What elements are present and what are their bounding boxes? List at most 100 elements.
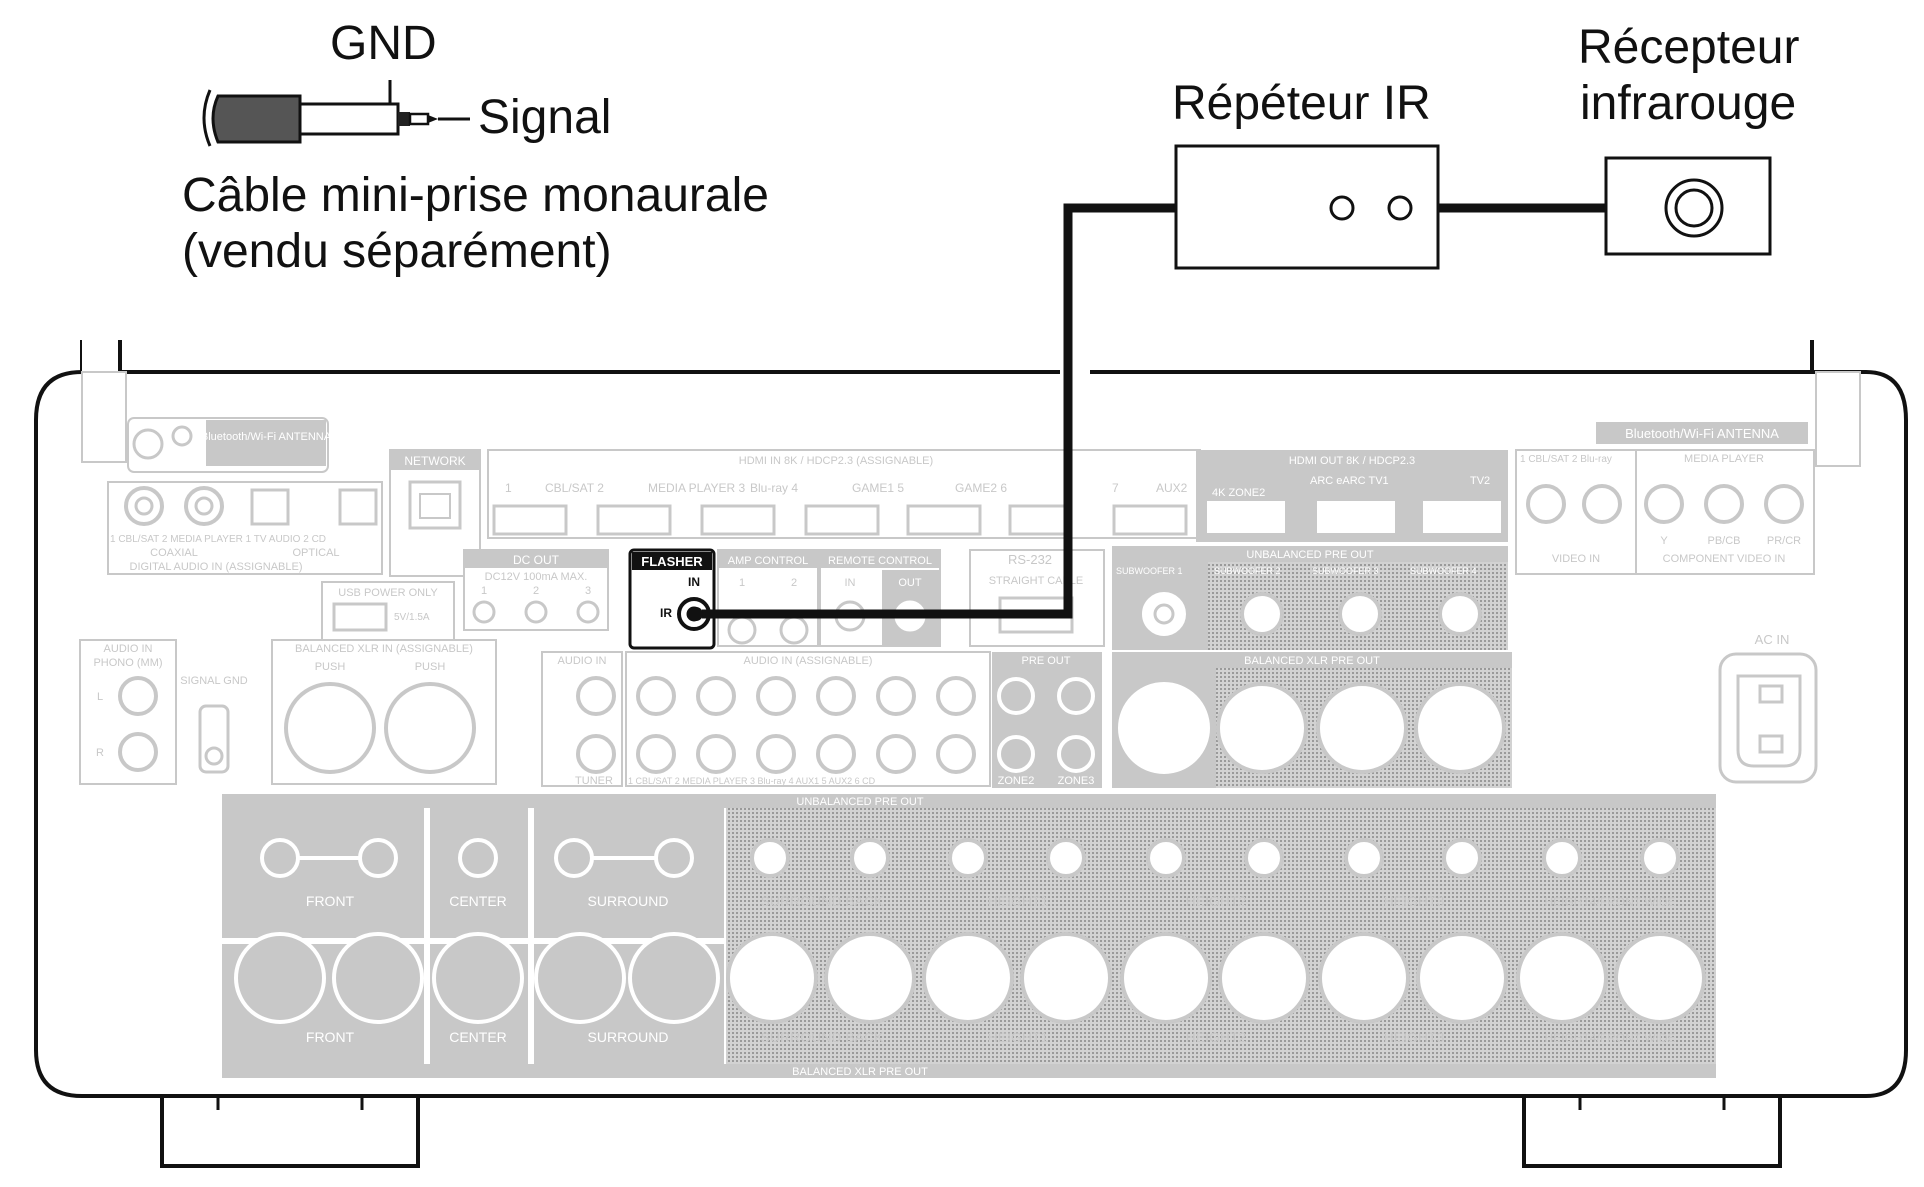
ch-height1-label-top: HEIGHT1 [988,893,1049,909]
straight-cable-label: STRAIGHT CABLE [989,575,1084,587]
remote-in-label: IN [845,577,856,589]
amp-port-1: 1 [739,577,745,589]
ch-height3-label-bottom: HEIGHT3 [1384,1029,1445,1045]
subwoofer-3-label: SUBWOOFER 3 [1312,566,1379,576]
network-label: NETWORK [404,454,465,468]
dc-spec-label: DC12V 100mA MAX. [485,571,588,583]
bt-antenna-right-label: Bluetooth/Wi-Fi ANTENNA [1625,426,1779,441]
hdmi-out-tv2: TV2 [1470,475,1490,487]
gnd-label: GND [330,17,437,70]
ch-surround-label-top: SURROUND [588,893,669,909]
signal-gnd-label: SIGNAL GND [180,675,247,687]
ir-receiver-eye-icon [1664,178,1724,238]
balanced-xlr-in-label: BALANCED XLR IN (ASSIGNABLE) [295,643,473,655]
audio-in-phono-label: AUDIO IN [104,643,153,655]
repeater-jack-1 [1329,195,1355,221]
hdmi-in-ports-5: GAME1 5 [852,481,904,495]
coaxial-ports-label: 1 CBL/SAT 2 MEDIA PLAYER 1 TV AUDIO 2 CD [110,534,326,545]
hdmi-in-ports-7: 7 [1112,481,1119,495]
ch-surround-back-label-top: SURROUND BACK [761,893,885,909]
rear-panel: Bluetooth/Wi-Fi ANTENNA Bluetooth/Wi-Fi … [79,417,1818,1078]
av-receiver-chassis [34,340,1908,1168]
zone2-label: ZONE2 [998,775,1035,787]
amp-control-label: AMP CONTROL [728,555,808,567]
ch-front-label-top: FRONT [306,893,355,909]
cable-label-line1: Câble mini-prise monaurale [182,169,769,222]
digital-audio-in-label: DIGITAL AUDIO IN (ASSIGNABLE) [130,561,303,573]
hdmi-in-ports-2: CBL/SAT 2 [545,481,604,495]
xlr-push-2: PUSH [415,661,446,673]
dc-port-1: 1 [481,585,487,597]
hdmi-in-ports-8: AUX2 [1156,481,1188,495]
ir-cable [702,203,1176,619]
repeater-jack-2 [1387,195,1413,221]
hdmi-out-label: HDMI OUT 8K / HDCP2.3 [1289,455,1415,467]
ch-surround-label-bottom: SURROUND [588,1029,669,1045]
unbalanced-pre-out-top-label: UNBALANCED PRE OUT [1246,549,1373,561]
unbalanced-pre-out-bottom-label: UNBALANCED PRE OUT [796,796,923,808]
ch-height2-label-top: HEIGHT2 [1186,893,1247,909]
ch-height4-label-top: HEIGHT4/FRONT WIDE [1544,895,1675,909]
ch-front-label-bottom: FRONT [306,1029,355,1045]
component-video-label: COMPONENT VIDEO IN [1663,553,1786,565]
xlr-push-1: PUSH [315,661,346,673]
dc-port-2: 2 [533,585,539,597]
ch-center-label-bottom: CENTER [449,1029,507,1045]
ch-height1-label-bottom: HEIGHT1 [988,1029,1049,1045]
tuner-label: TUNER [575,775,613,787]
mini-plug-cable-icon [202,80,470,147]
usb-power-label: USB POWER ONLY [338,587,438,599]
hdmi-in-ports-6: GAME2 6 [955,481,1007,495]
balanced-xlr-pre-out-top-label: BALANCED XLR PRE OUT [1244,655,1380,667]
subwoofer-1-label: SUBWOOFER 1 [1116,566,1183,576]
video-in-label: VIDEO IN [1552,553,1600,565]
optical-label: OPTICAL [292,547,339,559]
hdmi-in-ports-4: Blu-ray 4 [750,481,798,495]
cable-label-line2: (vendu séparément) [182,225,612,278]
ch-height2-label-bottom: HEIGHT2 [1186,1029,1247,1045]
rs232-label: RS-232 [1008,552,1052,567]
remote-control-label: REMOTE CONTROL [828,555,932,567]
zone3-label: ZONE3 [1058,775,1095,787]
ir-receiver-label-line1: Récepteur [1578,21,1800,74]
coaxial-label: COAXIAL [150,547,198,559]
phono-l-label: L [97,691,103,703]
audio-in-ports-label: 1 CBL/SAT 2 MEDIA PLAYER 3 Blu-ray 4 AUX… [628,776,876,786]
balanced-xlr-pre-out-bottom-label: BALANCED XLR PRE OUT [792,1066,928,1078]
ch-height3-label-top: HEIGHT3 [1384,893,1445,909]
amp-port-2: 2 [791,577,797,589]
flasher-ir-label: IR [660,606,672,620]
subwoofer-4-label: SUBWOOFER 4 [1410,566,1477,576]
media-player-label: MEDIA PLAYER [1684,453,1764,465]
hdmi-out-tv1: ARC eARC TV1 [1310,475,1389,487]
component-pb: PB/CB [1707,535,1740,547]
ch-center-label-top: CENTER [449,893,507,909]
hdmi-in-ports-3: MEDIA PLAYER 3 [648,481,745,495]
hdmi-in-ports-1: 1 [505,481,512,495]
ir-receiver-label-line2: infrarouge [1580,77,1797,130]
usb-spec-label: 5V/1.5A [394,612,430,623]
ir-repeater-label: Répéteur IR [1172,77,1431,130]
flasher-label: FLASHER [641,554,703,569]
signal-label: Signal [478,91,612,144]
audio-in-tuner-label: AUDIO IN [558,655,607,667]
phono-label: PHONO (MM) [93,657,162,669]
dc-port-3: 3 [585,585,591,597]
dc-out-label: DC OUT [513,553,560,567]
audio-in-assign-label: AUDIO IN (ASSIGNABLE) [744,655,873,667]
video-in-ports-label: 1 CBL/SAT 2 Blu-ray [1520,454,1612,465]
flasher-in-label: IN [688,575,700,589]
ch-surround-back-label-bottom: SURROUND BACK [761,1029,885,1045]
ch-height4-label-bottom: HEIGHT4/FRONT WIDE [1544,1031,1675,1045]
pre-out-label: PRE OUT [1022,655,1071,667]
bt-antenna-left-label: Bluetooth/Wi-Fi ANTENNA [201,431,332,443]
component-y: Y [1660,535,1668,547]
phono-r-label: R [96,747,104,759]
flasher-in-block: FLASHER IN IR [628,548,716,650]
component-pr: PR/CR [1767,535,1801,547]
hdmi-out-zone2: 4K ZONE2 [1212,487,1265,499]
hdmi-in-label: HDMI IN 8K / HDCP2.3 (ASSIGNABLE) [739,455,933,467]
subwoofer-2-label: SUBWOOFER 2 [1214,566,1281,576]
